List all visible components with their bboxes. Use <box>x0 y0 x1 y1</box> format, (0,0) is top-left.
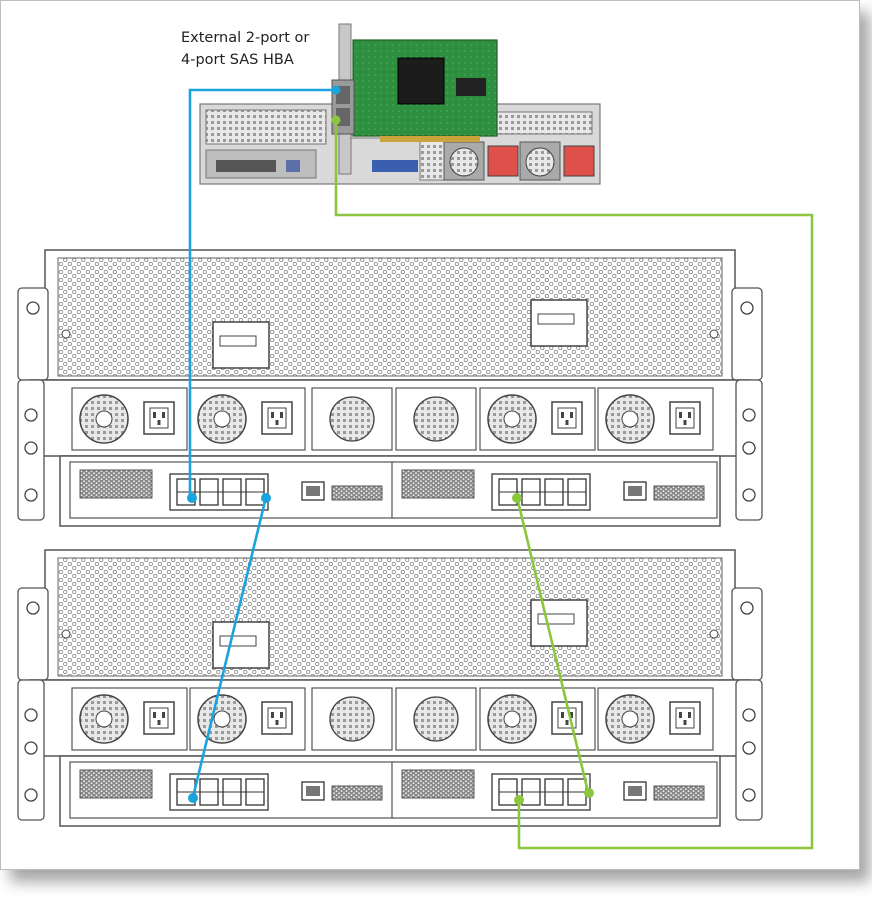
hba-caption-line1: External 2-port or <box>181 30 310 46</box>
blue-cable-end-bottom-in <box>188 793 198 803</box>
blue-cable-end-top-out <box>261 493 271 503</box>
blue-cable-end-hba <box>331 85 341 95</box>
green-cable-end-hba <box>331 115 341 125</box>
hba-caption: External 2-port or 4-port SAS HBA <box>181 27 309 71</box>
green-sas-cable <box>334 118 814 850</box>
hba-caption-line2: 4-port SAS HBA <box>181 52 294 68</box>
storage-enclosure-top <box>18 250 762 526</box>
sas-hba-card-icon <box>331 23 498 175</box>
green-cable-end-bottom-out <box>584 788 594 798</box>
storage-enclosure-bottom <box>18 550 762 826</box>
green-cable-end-top-in <box>512 493 522 503</box>
server-rear-icon <box>199 103 601 185</box>
blue-sas-cable <box>188 88 336 798</box>
green-cable-end-bottom-in <box>514 795 524 805</box>
blue-cable-end-top-in <box>187 493 197 503</box>
